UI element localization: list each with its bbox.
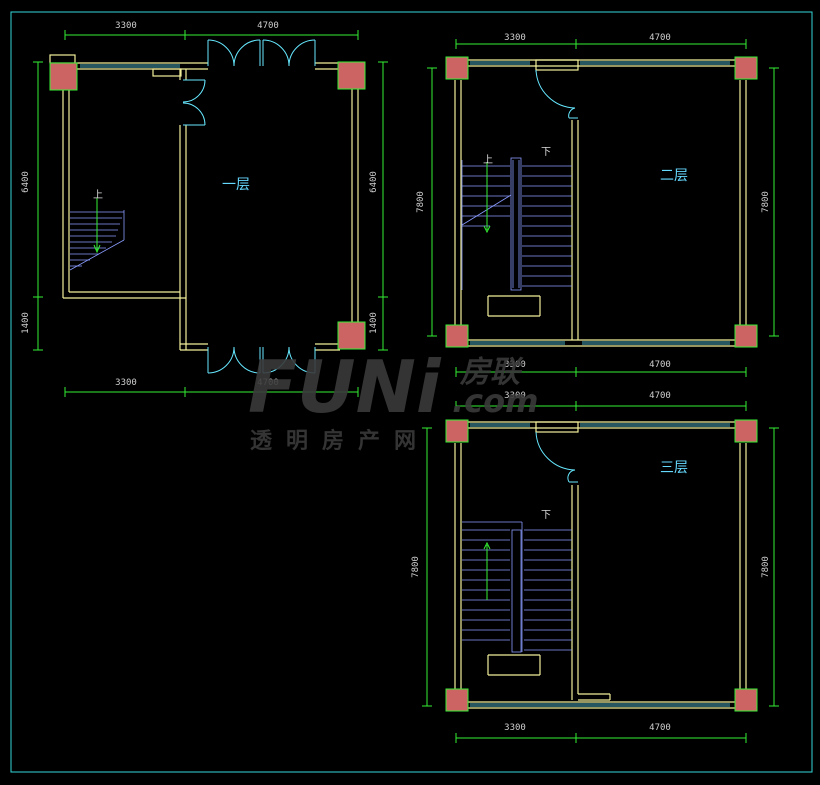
- stair-up-label-f2: 上: [483, 154, 493, 166]
- dim-f2-top-left: 3300: [504, 33, 526, 43]
- stair-down-label-f2: 下: [541, 147, 551, 158]
- dim-f3-top-right: 4700: [649, 391, 671, 401]
- room-label-floor-1: 一层: [222, 177, 250, 193]
- stair-floor-3: [462, 521, 572, 653]
- dim-f1-top-right: 4700: [257, 21, 279, 31]
- drawing-frame: [10, 11, 813, 773]
- room-label-floor-3: 三层: [660, 460, 688, 476]
- watermark-slogan: 透明房产网: [250, 428, 430, 454]
- dim-f2-right: 7800: [761, 191, 771, 213]
- door-floor-3: [535, 431, 578, 483]
- dim-f1-right-lower: 1400: [369, 312, 379, 334]
- dim-f2-top-right: 4700: [649, 33, 671, 43]
- columns-floor-2: [445, 56, 758, 348]
- walls-floor-3: [454, 421, 747, 709]
- dim-f2-bottom-right: 4700: [649, 360, 671, 370]
- columns-floor-1: [49, 61, 366, 350]
- dim-f1-bottom-right: 4700: [257, 378, 279, 388]
- watermark-logo-text: FUNi: [248, 345, 442, 429]
- watermark: FUNi 房联 .com 透明房产网: [248, 345, 538, 454]
- stair-floor-2: [461, 157, 572, 291]
- floor-plan-1: 3300 4700 3300 4700 6400 1400 6400 1400: [21, 21, 388, 397]
- dim-f3-left: 7800: [411, 556, 421, 578]
- watermark-logo-com: .com: [452, 382, 538, 420]
- dim-f1-left-upper: 6400: [21, 171, 31, 193]
- dim-f1-top-left: 3300: [115, 21, 137, 31]
- dim-f3-top-left: 3300: [504, 391, 526, 401]
- dim-f1-right-upper: 6400: [369, 171, 379, 193]
- columns-floor-3: [445, 419, 758, 712]
- walls-floor-2: [454, 59, 747, 347]
- stair-up-label-f1: 上: [93, 189, 103, 201]
- floor-plan-2: 3300 4700 3300 4700 7800 7800: [416, 33, 779, 377]
- dim-f3-right: 7800: [761, 556, 771, 578]
- dim-f2-bottom-left: 3300: [504, 360, 526, 370]
- watermark-logo-cn: 房联: [459, 355, 524, 390]
- floor-plan-3: 3300 4700 3300 4700 7800 7800: [411, 391, 779, 743]
- walls-floor-1: [49, 54, 359, 351]
- door-floor-2: [535, 69, 578, 119]
- room-label-floor-2: 二层: [660, 168, 688, 184]
- dim-f2-left: 7800: [416, 191, 426, 213]
- dim-f3-bottom-left: 3300: [504, 723, 526, 733]
- stair-down-label-f3: 下: [541, 510, 551, 521]
- dim-f3-bottom-right: 4700: [649, 723, 671, 733]
- dim-f1-left-lower: 1400: [21, 312, 31, 334]
- dim-f1-bottom-left: 3300: [115, 378, 137, 388]
- doors-floor-1: [182, 39, 316, 374]
